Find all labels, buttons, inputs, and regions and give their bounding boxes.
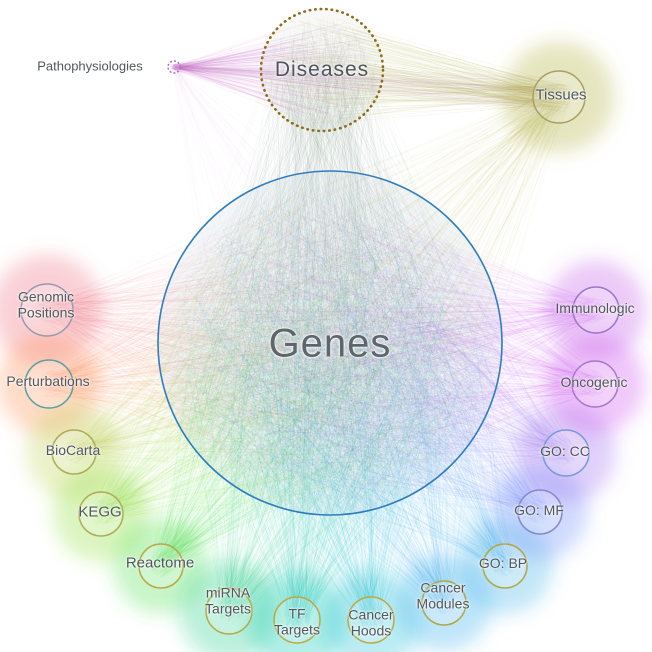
node-immunologic[interactable] — [572, 286, 620, 334]
label-go-cc: GO: CC — [540, 443, 590, 460]
label-perturbations: Perturbations — [6, 373, 90, 390]
node-cancer-modules[interactable] — [421, 580, 467, 626]
label-reactome: Reactome — [125, 554, 195, 572]
oncogenic-glow — [545, 334, 645, 434]
edges-pathophysiologies-to-tissues — [171, 63, 579, 116]
node-reactome[interactable] — [138, 543, 184, 589]
label-go-mf: GO: MF — [514, 502, 564, 519]
node-genes[interactable] — [157, 170, 503, 516]
label-cancer-hoods: Cancer Hoods — [348, 606, 394, 638]
label-oncogenic: Oncogenic — [560, 374, 628, 391]
label-mirna-targets: miRNA Targets — [205, 584, 251, 616]
edges-cancer-hoods-to-genes — [172, 186, 490, 633]
tf-targets-glow — [247, 570, 347, 652]
edges-mirna-targets-to-genes — [171, 193, 487, 624]
edges-oncogenic-to-genes — [185, 186, 608, 502]
node-tissues[interactable] — [532, 70, 586, 124]
node-cancer-hoods[interactable] — [347, 596, 395, 644]
node-circles — [20, 60, 620, 644]
label-biocarta: BioCarta — [45, 442, 101, 459]
node-biocarta[interactable] — [51, 429, 97, 475]
immunologic-glow — [546, 260, 646, 360]
edges-pathophysiologies-to-genes — [170, 63, 484, 484]
label-tf-targets: TF Targets — [274, 605, 320, 637]
label-cancer-modules: Cancer Modules — [416, 579, 470, 611]
node-glows — [0, 41, 646, 652]
node-kegg[interactable] — [78, 491, 124, 537]
edges-cancer-modules-to-genes — [173, 193, 486, 616]
label-pathophysiologies: Pathophysiologies — [37, 58, 143, 74]
node-go-bp[interactable] — [482, 543, 528, 589]
edges-go-bp-to-genes — [173, 186, 517, 578]
label-immunologic: Immunologic — [555, 300, 635, 317]
label-kegg: KEGG — [78, 503, 122, 521]
node-go-mf[interactable] — [517, 489, 563, 535]
node-diseases[interactable] — [259, 7, 385, 133]
edges-perturbations-to-genes — [35, 186, 486, 494]
node-go-cc[interactable] — [542, 429, 590, 477]
tissues-glow — [503, 41, 615, 153]
node-tf-targets[interactable] — [273, 596, 321, 644]
edges-diseases-to-genes — [174, 15, 488, 502]
edges-go-cc-to-genes — [177, 193, 579, 497]
node-oncogenic[interactable] — [571, 360, 619, 408]
label-diseases: Diseases — [274, 58, 370, 82]
edges-pathophysiologies-to-diseases — [170, 21, 378, 122]
edges-reactome-to-genes — [148, 184, 483, 579]
edges-immunologic-to-genes — [171, 184, 609, 502]
node-perturbations[interactable] — [24, 359, 74, 409]
node-genomic-positions[interactable] — [20, 283, 74, 337]
edges-kegg-to-genes — [89, 186, 484, 526]
node-pathophysiologies[interactable] — [167, 60, 181, 74]
genomic-positions-glow — [0, 254, 103, 366]
edges-tissues-to-genes — [175, 82, 574, 493]
edge-bundles — [32, 15, 609, 633]
edges-tf-targets-to-genes — [176, 184, 479, 633]
edges-genes-to-genes — [167, 182, 492, 503]
node-mirna-targets[interactable] — [205, 587, 253, 635]
edges-go-mf-to-genes — [172, 191, 552, 525]
edges-tissues-to-diseases — [267, 17, 573, 124]
label-go-bp: GO: BP — [478, 555, 528, 572]
label-genes: Genes — [268, 321, 392, 366]
cancer-hoods-glow — [321, 570, 421, 652]
label-genomic-positions: Genomic Positions — [17, 288, 75, 320]
label-tissues: Tissues — [535, 86, 587, 104]
edges-biocarta-to-genes — [61, 191, 486, 503]
